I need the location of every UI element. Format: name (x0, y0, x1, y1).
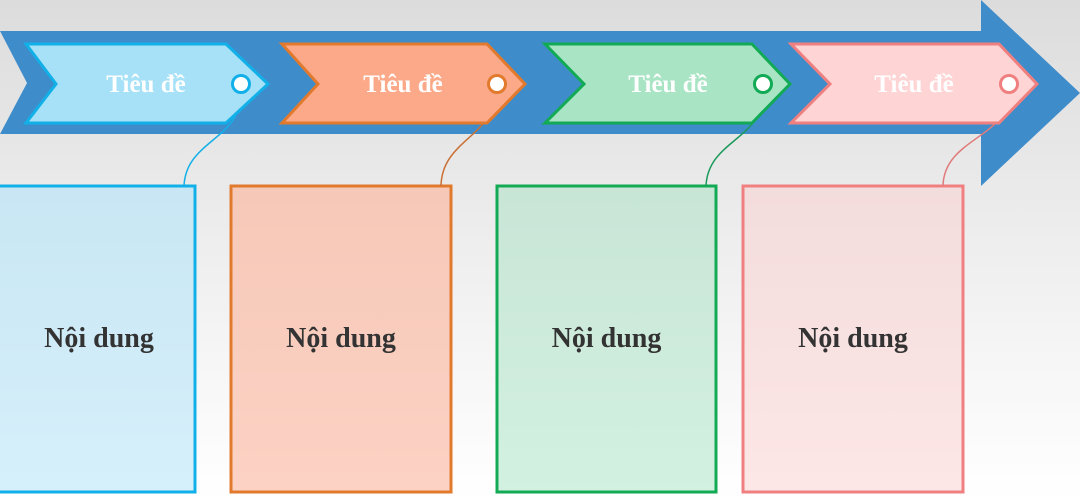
step-1-content: Nội dung (44, 323, 154, 354)
step-2-content: Nội dung (286, 323, 396, 354)
content-box-2-bg (229, 184, 453, 494)
chevron-tag-4[interactable] (787, 42, 1040, 125)
chevron-tag-1[interactable] (22, 42, 271, 125)
connector-anchor-icon-2 (487, 74, 507, 94)
chevron-tag-3[interactable] (541, 42, 793, 125)
chevron-tag-2[interactable] (278, 42, 528, 125)
content-box-4-bg (741, 184, 965, 494)
content-box-1-bg (0, 184, 197, 494)
step-2-title: Tiêu đề (363, 71, 443, 98)
connector-anchor-icon-4 (999, 74, 1019, 94)
content-box-2[interactable]: Nội dung (231, 186, 451, 492)
step-4-content: Nội dung (798, 323, 908, 354)
step-3-title: Tiêu đề (628, 71, 708, 98)
connector-anchor-icon-1 (231, 74, 251, 94)
step-1-title: Tiêu đề (106, 71, 186, 98)
content-box-3[interactable]: Nội dung (497, 186, 716, 492)
content-box-4[interactable]: Nội dung (743, 186, 963, 492)
content-box-1[interactable]: Nội dung (0, 186, 195, 492)
step-4-title: Tiêu đề (874, 71, 954, 98)
step-3-content: Nội dung (551, 323, 662, 354)
content-box-3-bg (495, 184, 718, 494)
connector-anchor-icon-3 (753, 74, 773, 94)
